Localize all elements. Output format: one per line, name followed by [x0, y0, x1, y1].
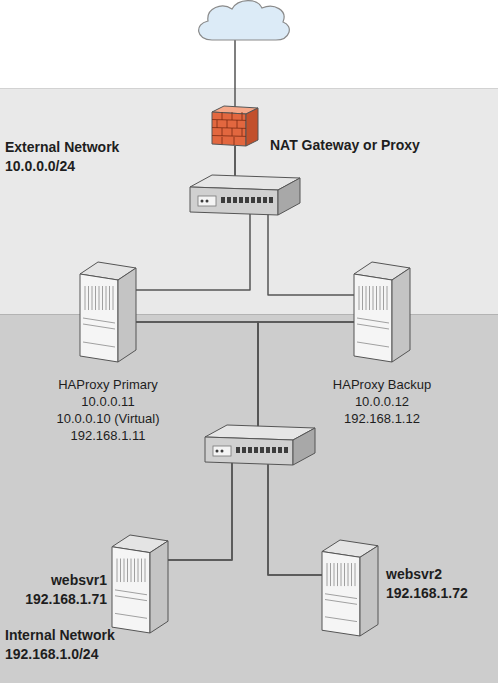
band-edge — [0, 314, 498, 315]
server: websvr2192.168.1.72 — [322, 540, 378, 636]
server-icon — [112, 535, 168, 633]
network-band: External Network10.0.0.0/24 NAT Gateway o… — [0, 88, 498, 314]
server-icon — [322, 540, 378, 636]
internet-cloud — [199, 1, 290, 40]
network-link — [136, 322, 322, 575]
network-name: Internal Network — [5, 626, 115, 645]
ip-address: 192.168.1.12 — [333, 410, 431, 427]
label-group: HAProxy Primary10.0.0.1110.0.0.10 (Virtu… — [56, 376, 159, 444]
server-icon — [354, 262, 410, 362]
subnet-address: 10.0.0.0/24 — [5, 157, 119, 176]
network-switch — [190, 175, 300, 215]
label-group: External Network10.0.0.0/24 — [5, 138, 119, 176]
ip-address: 10.0.0.11 — [56, 393, 159, 410]
network-band: Internal Network192.168.1.0/24websvr1192… — [0, 314, 498, 683]
label-group: websvr1192.168.1.71 — [25, 571, 107, 609]
ip-address: 10.0.0.10 (Virtual) — [56, 410, 159, 427]
firewall: NAT Gateway or Proxy — [212, 106, 258, 146]
uplink-wire — [234, 40, 236, 108]
label-group: NAT Gateway or Proxy — [270, 136, 420, 154]
server-icon — [80, 262, 136, 362]
server-name: websvr2 — [386, 565, 468, 584]
ip-address: 192.168.1.72 — [386, 584, 468, 603]
ip-address: 192.168.1.71 — [25, 590, 107, 609]
external-band-fill — [0, 88, 498, 314]
server: HAProxy Primary10.0.0.1110.0.0.10 (Virtu… — [80, 262, 136, 362]
label-group: Internal Network192.168.1.0/24 — [5, 626, 115, 664]
label-group: websvr2192.168.1.72 — [386, 565, 468, 603]
firewall-icon — [212, 106, 258, 146]
network-link — [168, 322, 354, 560]
gateway-label: NAT Gateway or Proxy — [270, 136, 420, 154]
ip-address: 10.0.0.12 — [333, 393, 431, 410]
server: websvr1192.168.1.71 — [112, 535, 168, 633]
band-edge — [0, 88, 498, 89]
server-name: HAProxy Primary — [56, 376, 159, 393]
server-name: HAProxy Backup — [333, 376, 431, 393]
label-group: HAProxy Backup10.0.0.12192.168.1.12 — [333, 376, 431, 427]
server: HAProxy Backup10.0.0.12192.168.1.12 — [354, 262, 410, 362]
network-link — [136, 146, 250, 290]
network-switch — [205, 425, 315, 465]
network-name: External Network — [5, 138, 119, 157]
server-name: websvr1 — [25, 571, 107, 590]
internal-band-fill — [0, 314, 498, 683]
subnet-address: 192.168.1.0/24 — [5, 645, 115, 664]
ip-address: 192.168.1.11 — [56, 427, 159, 444]
network-link — [235, 146, 354, 295]
